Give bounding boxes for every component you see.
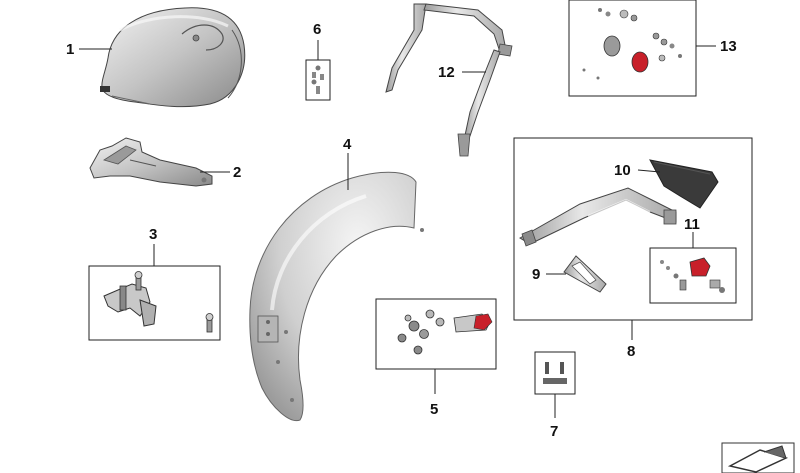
callout-6: 6 [313,21,322,38]
license-plate-holder-part [519,187,677,247]
kit-box-13 [568,0,697,97]
screw-set-part [311,65,324,94]
callout-9: 9 [532,266,541,283]
diagram-symbol-icon [721,442,795,473]
callout-10: 10 [614,162,631,179]
callout-8: 8 [627,343,636,360]
small-parts-kit-part [582,8,682,80]
fuel-tank-part [100,7,246,108]
kit-box-7 [534,351,576,395]
fastener-kit-part [397,309,493,355]
callout-1: 1 [66,41,75,58]
callout-13: 13 [720,38,737,55]
callout-5: 5 [430,401,439,418]
callout-3: 3 [149,226,158,243]
lamp-kit-part [660,257,725,293]
leader-line-10 [637,169,661,173]
grab-handle-part [385,3,513,157]
callout-4: 4 [343,136,352,153]
mounting-bracket-kit-part [103,271,214,333]
rear-fender-part [249,171,424,422]
license-plate-base-part [649,159,719,209]
bracket-part [563,255,607,293]
callout-11: 11 [684,216,700,233]
callout-12: 12 [438,64,455,81]
callout-2: 2 [233,164,242,181]
tank-bracket-part [89,137,213,187]
callout-7: 7 [550,423,559,440]
adhesive-pads-part [543,362,567,384]
kit-box-5 [375,298,497,370]
kit-box-8 [513,137,753,321]
